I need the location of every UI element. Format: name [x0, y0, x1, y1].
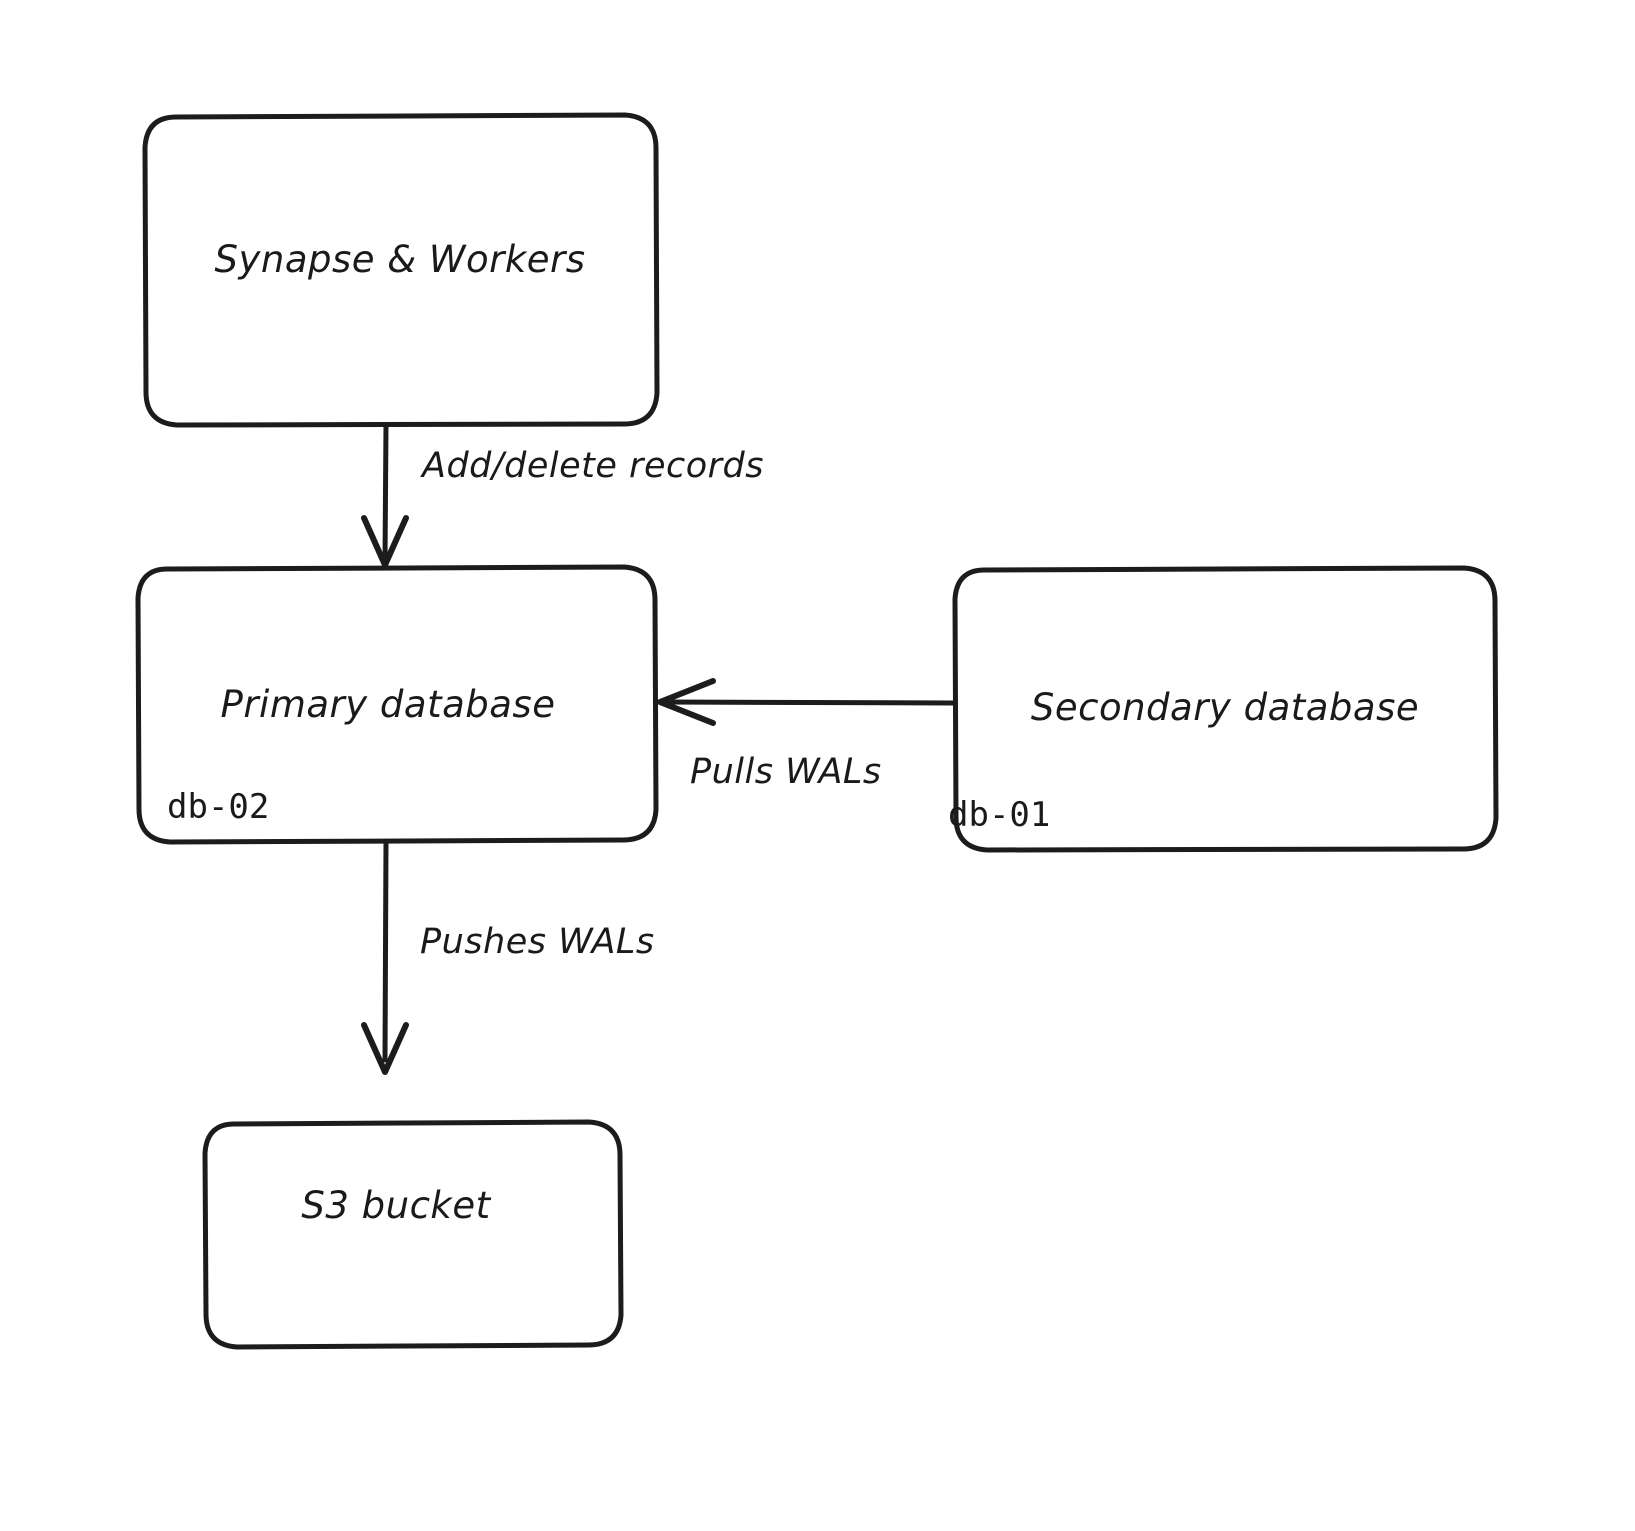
node-synapse-workers[interactable]: Synapse & Workers: [142, 112, 660, 428]
node-secondary-database-label: Secondary database: [1031, 686, 1419, 729]
node-s3-bucket-shape: [202, 1119, 624, 1350]
edge-pulls-wals-line: [659, 699, 957, 706]
node-primary-database-shape: [135, 564, 659, 845]
edge-pulls-wals-label: Pulls WALs: [690, 752, 882, 792]
edge-add-delete-records-arrowhead: [361, 515, 409, 568]
edge-pulls-wals[interactable]: Pulls WALs: [657, 678, 957, 792]
edge-pushes-wals-line: [382, 839, 389, 1063]
edge-add-delete-records-line: [382, 422, 389, 563]
edge-pushes-wals-label: Pushes WALs: [420, 922, 655, 962]
edge-add-delete-records[interactable]: Add/delete records: [361, 422, 764, 568]
node-synapse-workers-shape: [142, 112, 660, 428]
node-primary-database-label: Primary database: [221, 683, 556, 726]
node-primary-database[interactable]: Primary database db-02: [135, 564, 659, 845]
node-secondary-database-sublabel: db-01: [948, 795, 1050, 835]
node-s3-bucket[interactable]: S3 bucket: [202, 1119, 624, 1350]
node-secondary-database[interactable]: Secondary database db-01: [948, 565, 1499, 853]
edge-pulls-wals-arrowhead: [657, 678, 716, 726]
node-primary-database-sublabel: db-02: [167, 787, 269, 827]
edge-add-delete-records-label: Add/delete records: [420, 446, 764, 486]
node-secondary-database-shape: [952, 565, 1499, 853]
edge-pushes-wals[interactable]: Pushes WALs: [361, 839, 655, 1075]
edge-pushes-wals-arrowhead: [361, 1022, 409, 1075]
node-synapse-workers-label: Synapse & Workers: [214, 238, 585, 281]
node-s3-bucket-label: S3 bucket: [301, 1184, 491, 1227]
